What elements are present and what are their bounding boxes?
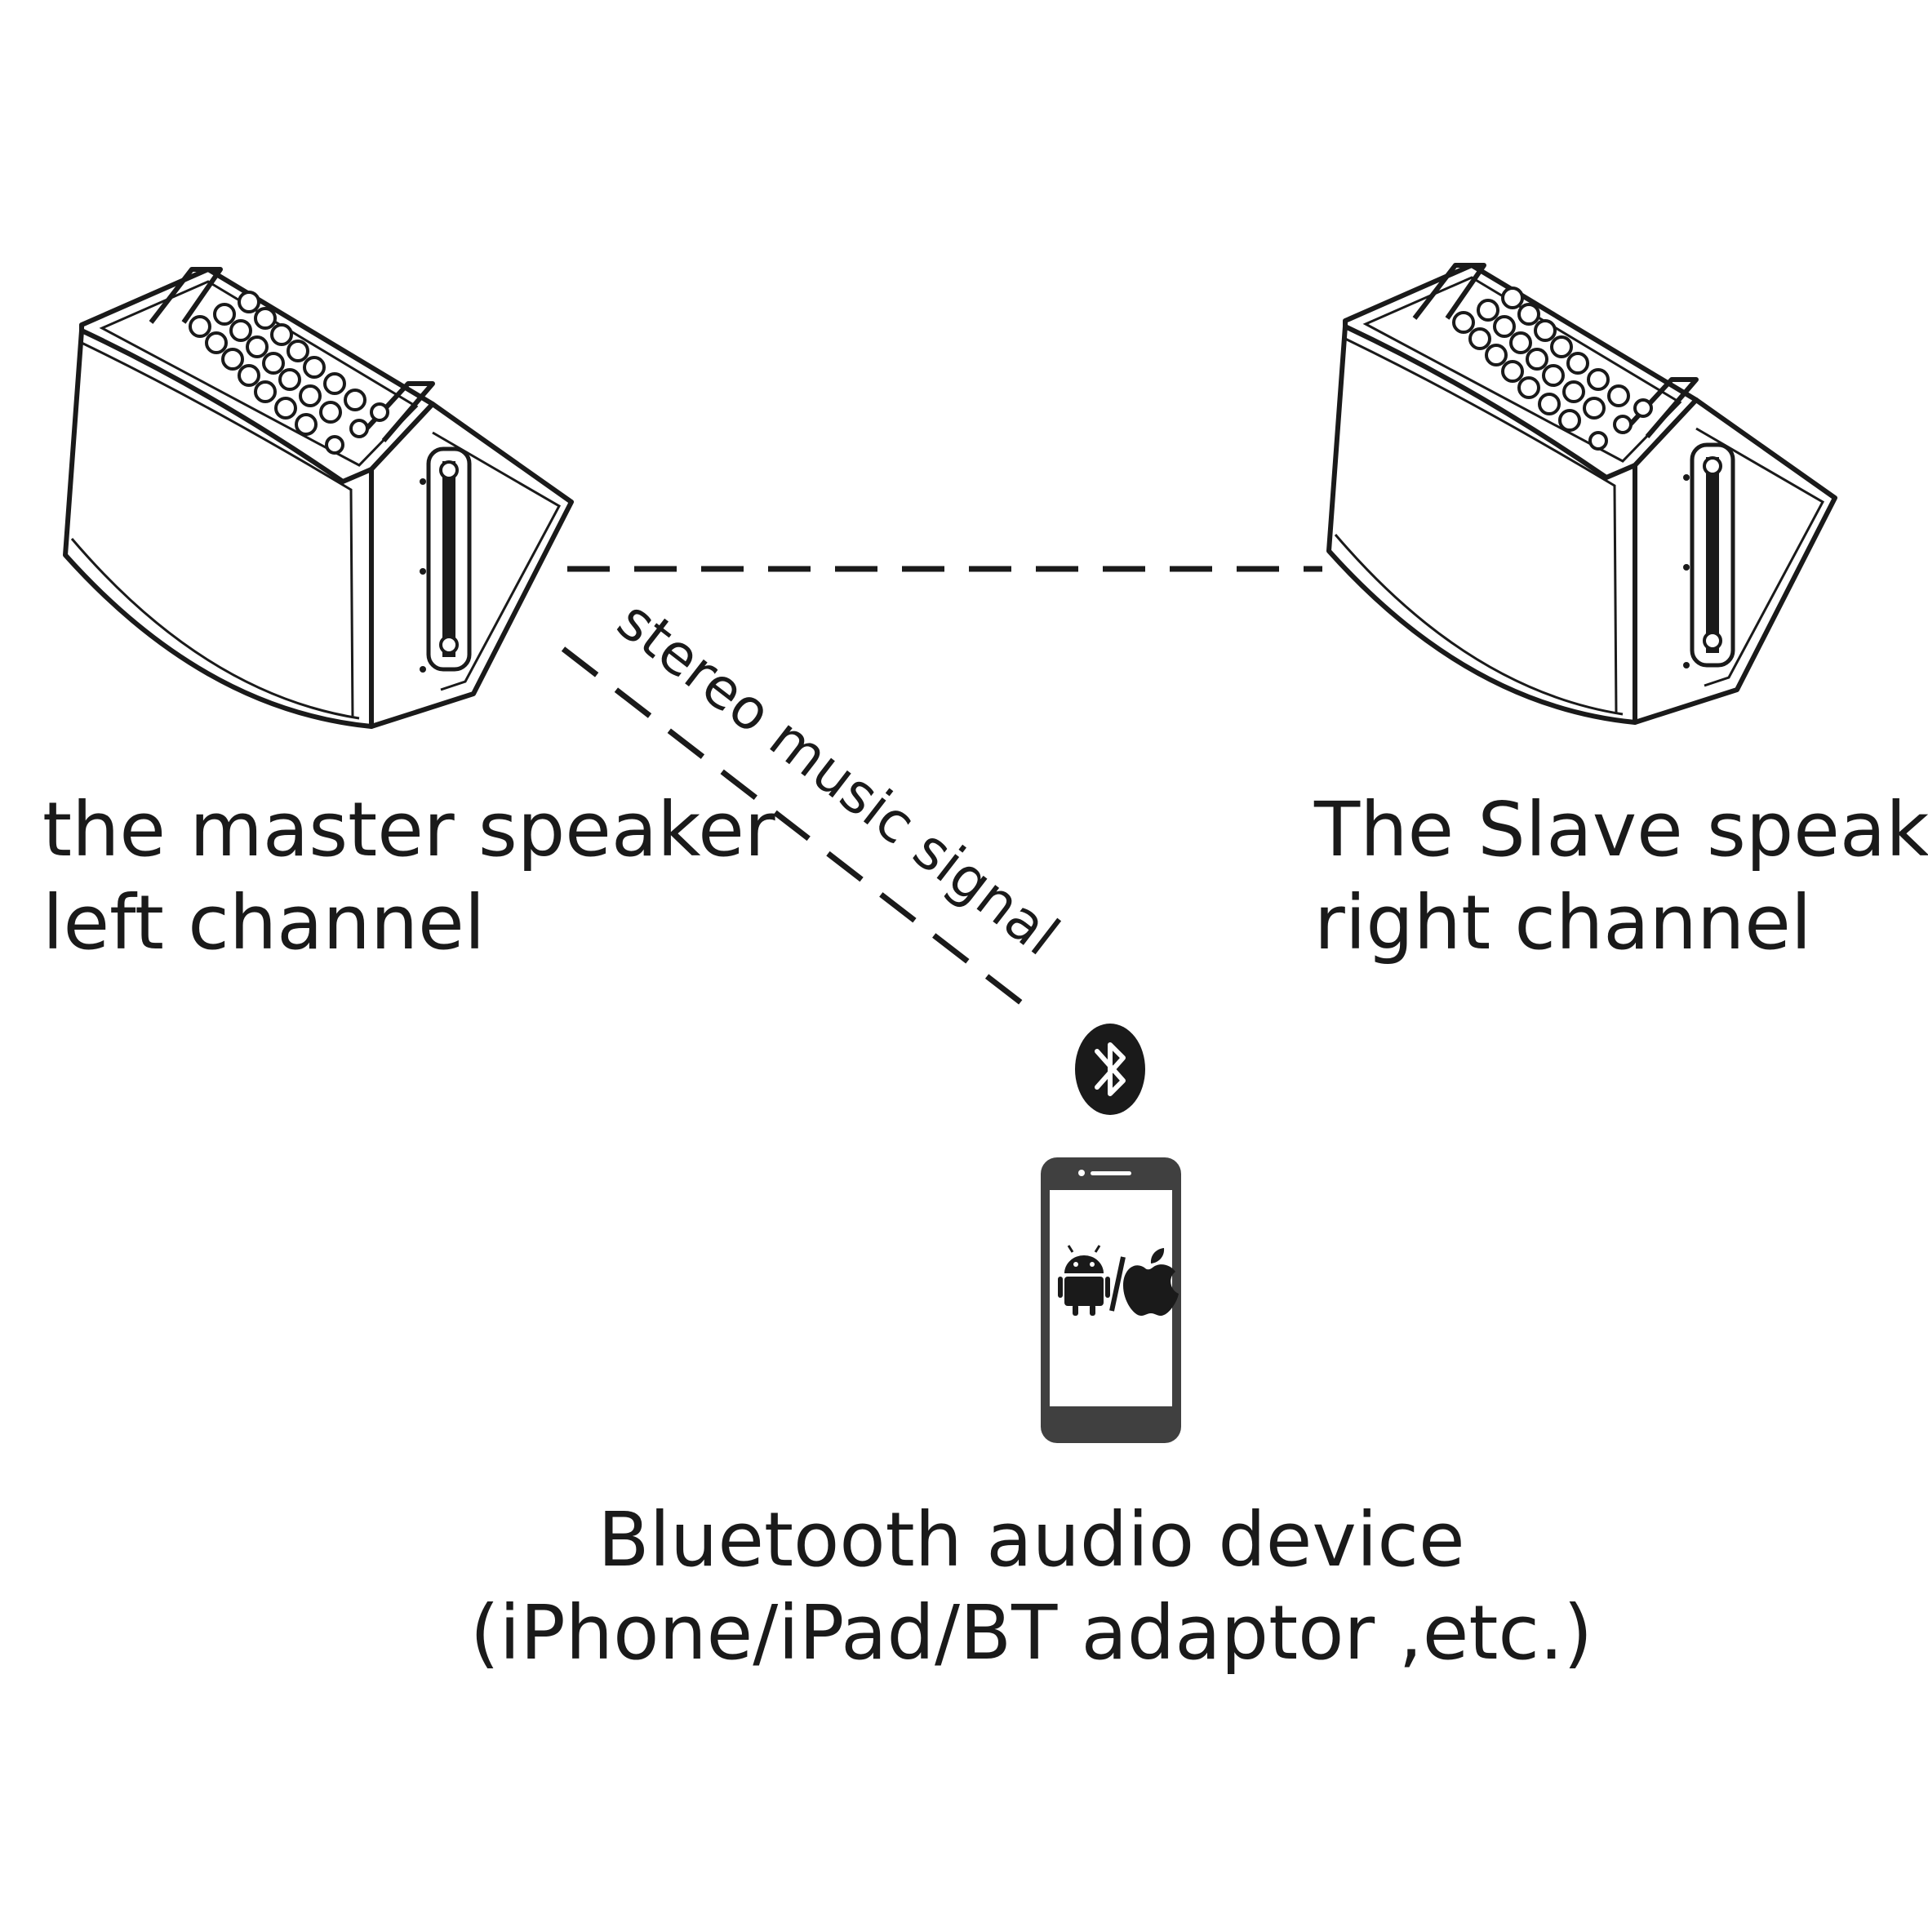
slave-speaker-label: The Slave speaker: [1314, 786, 1928, 873]
apple-icon: [1123, 1248, 1179, 1316]
bluetooth-signal-dashed-line: [561, 646, 1033, 1012]
android-icon: [1058, 1245, 1110, 1316]
device-label: Bluetooth audio device: [598, 1496, 1465, 1583]
master-channel-label: left channel: [42, 879, 486, 966]
master-speaker-label: the master speaker: [42, 786, 775, 873]
slave-speaker: [1329, 265, 1835, 722]
slave-channel-label: right channel: [1314, 879, 1812, 966]
device-caption: Bluetooth audio device (iPhone/iPad/BT a…: [0, 1494, 1928, 1680]
device-examples-label: (iPhone/iPad/BT adaptor ,etc.): [469, 1589, 1593, 1677]
bluetooth-icon: [1075, 1024, 1145, 1115]
slash-divider: [1109, 1256, 1126, 1312]
master-speaker-caption: the master speaker left channel: [42, 784, 775, 970]
slave-speaker-caption: The Slave speaker right channel: [1314, 784, 1928, 970]
smartphone: [1041, 1157, 1181, 1443]
master-speaker: [65, 269, 571, 726]
